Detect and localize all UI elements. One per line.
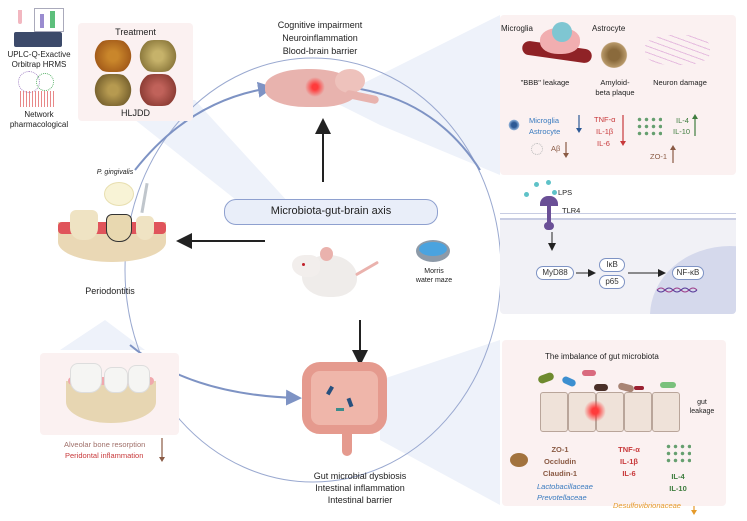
herb-image-3: [93, 74, 133, 106]
brain-zo1-label: ZO-1: [650, 152, 668, 161]
gut-line-3: Intestinal barrier: [327, 495, 393, 505]
network-label-2: pharmacological: [9, 120, 69, 129]
myd88-box: MyD88: [536, 266, 574, 280]
gut-cytokine-up-2: IL-10: [669, 484, 687, 493]
brain-cytokine-down-3: IL-6: [597, 139, 610, 148]
brain-illustration: [265, 65, 380, 113]
gut-inflammation-spot: [584, 400, 606, 422]
perio-beam: [55, 320, 175, 350]
network-label-1: Network: [24, 110, 54, 119]
pathogen-bubble-icon: [104, 182, 134, 206]
herb-image-2: [138, 40, 178, 72]
abeta-label: Aβ: [551, 144, 561, 153]
herb-image-1: [93, 40, 133, 72]
brain-line-3: Blood-brain barrier: [282, 46, 358, 56]
bacteria-up-2: Prevotellaceae: [537, 493, 587, 502]
p65-box: p65: [599, 275, 625, 289]
brain-cytokine-dots-icon: [636, 116, 662, 136]
maze-label-1: Morris: [424, 268, 444, 275]
bacteria-down-label: Desulfovibrionaceae: [613, 501, 681, 510]
down-cell-2: Astrocyte: [529, 127, 561, 136]
lps-particles-icon: [524, 180, 560, 200]
amyloid-label-2: beta plaque: [595, 88, 635, 97]
astrocyte-label: Astrocyte: [592, 24, 626, 33]
morris-water-maze-icon: [416, 240, 452, 266]
nfkb-box: NF-κB: [672, 266, 704, 280]
gut-cytokine-up-1: IL-4: [671, 472, 685, 481]
gut-line-2: Intestinal inflammation: [315, 483, 405, 493]
feces-icon: [510, 453, 528, 467]
membrane-line: [500, 213, 736, 219]
perio-outcome-2: Peridontal inflammation: [65, 451, 144, 460]
tight-junction-1: ZO-1: [551, 445, 569, 454]
tlr4-label: TLR4: [562, 206, 581, 215]
amyloid-plaque-icon: [600, 42, 628, 68]
perio-outcome-1: Alveolar bone resorption: [64, 440, 146, 449]
gut-line-1: Gut microbial dysbiosis: [313, 471, 407, 481]
lps-label: LPS: [558, 188, 573, 197]
brain-line-2: Neuroinflammation: [282, 33, 358, 43]
brain-cytokine-up-1: IL-4: [676, 116, 689, 125]
tight-junction-3: Claudin-1: [542, 469, 578, 478]
brain-cytokine-down-1: TNF-α: [594, 115, 616, 124]
treatment-panel: Treatment HLJDD: [78, 23, 193, 121]
down-cell-1: Microglia: [529, 116, 560, 125]
mouse-illustration: [292, 245, 382, 310]
network-icon: [18, 71, 58, 109]
bbb-leakage-label: "BBB" leakage: [520, 78, 570, 87]
neuron-network-icon: [645, 35, 710, 65]
amyloid-label-1: Amyloid-: [600, 78, 630, 87]
bacteria-up-1: Lactobacillaceae: [537, 482, 593, 491]
gut-panel-beam: [380, 340, 500, 505]
tlr4-receptor-icon: [540, 196, 558, 232]
periodontitis-panel: [40, 353, 179, 435]
gut-cytokine-down-3: IL-6: [622, 469, 636, 478]
inflammation-spot: [305, 77, 325, 97]
microbiota-gut-brain-axis-label: Microbiota-gut-brain axis: [224, 199, 438, 225]
microglia-label: Microglia: [501, 24, 534, 33]
periodontitis-teeth-illustration: [58, 210, 166, 262]
treatment-beam: [110, 100, 300, 215]
gut-leak-label-2: leakage: [689, 408, 715, 415]
tight-junction-2: Occludin: [543, 457, 577, 466]
microglia-small-icon: [508, 119, 520, 131]
bacteria-icons: [537, 370, 688, 398]
abeta-small-icon: [531, 143, 543, 155]
gut-cytokine-dots-icon: [665, 443, 691, 463]
maze-label-2: water maze: [415, 277, 453, 284]
brain-cytokine-down-2: IL-1β: [596, 127, 614, 136]
gut-leak-label-1: gut: [697, 399, 707, 406]
neuron-damage-label: Neuron damage: [653, 78, 707, 87]
pathogen-label: P. gingivalis: [96, 169, 134, 176]
healthy-teeth-illustration: [66, 363, 156, 423]
periodontitis-label: Periodontitis: [85, 286, 135, 296]
instrument-label-2: Orbitrap HRMS: [11, 60, 67, 69]
nucleus: [650, 246, 736, 314]
gut-cytokine-down-1: TNF-α: [618, 445, 640, 454]
treatment-title: Treatment: [115, 27, 156, 37]
ikb-box: IκB: [599, 258, 625, 272]
gut-illustration: [302, 362, 387, 457]
gut-cytokine-down-2: IL-1β: [620, 457, 638, 466]
gut-panel-title: The imbalance of gut microbiota: [545, 352, 659, 361]
treatment-name: HLJDD: [120, 108, 150, 118]
bbb-glia-illustration: [521, 20, 593, 65]
instrument-label-1: UPLC-Q-Exactive: [7, 50, 71, 59]
brain-line-1: Cognitive impairment: [277, 20, 363, 30]
herb-image-4: [138, 74, 178, 106]
hrms-instrument-icon: [14, 8, 64, 48]
brain-cytokine-up-2: IL-10: [673, 127, 691, 136]
arc-arrow-to-brain-left: [134, 81, 274, 171]
epithelium-cells: [540, 392, 680, 432]
